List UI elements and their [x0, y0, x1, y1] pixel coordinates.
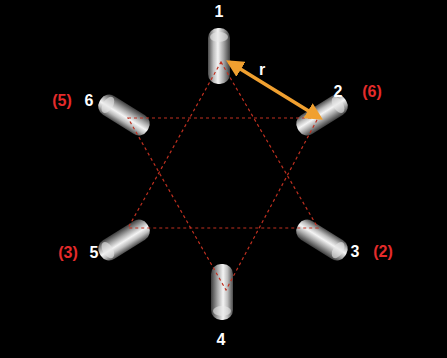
- triangle: [128, 118, 318, 290]
- dashed-triangles: [128, 62, 318, 290]
- rod-number: 2: [334, 84, 343, 100]
- rod-number: 3: [351, 244, 360, 260]
- rod-number: 4: [217, 332, 226, 348]
- distance-label: r: [259, 62, 265, 78]
- triangle: [128, 62, 318, 228]
- rod: [292, 216, 351, 264]
- rod-number: 6: [85, 93, 94, 109]
- paired-number: (5): [52, 93, 72, 109]
- rod-number: 5: [90, 245, 99, 261]
- rod: [94, 91, 153, 139]
- rod: [208, 28, 230, 84]
- rod: [292, 91, 351, 139]
- rod: [94, 216, 153, 264]
- paired-number: (6): [362, 84, 382, 100]
- rod: [211, 264, 233, 320]
- paired-number: (3): [58, 245, 78, 261]
- paired-number: (2): [373, 244, 393, 260]
- rod-number: 1: [215, 4, 224, 20]
- distance-arrow: [229, 62, 320, 118]
- rods: [94, 28, 351, 320]
